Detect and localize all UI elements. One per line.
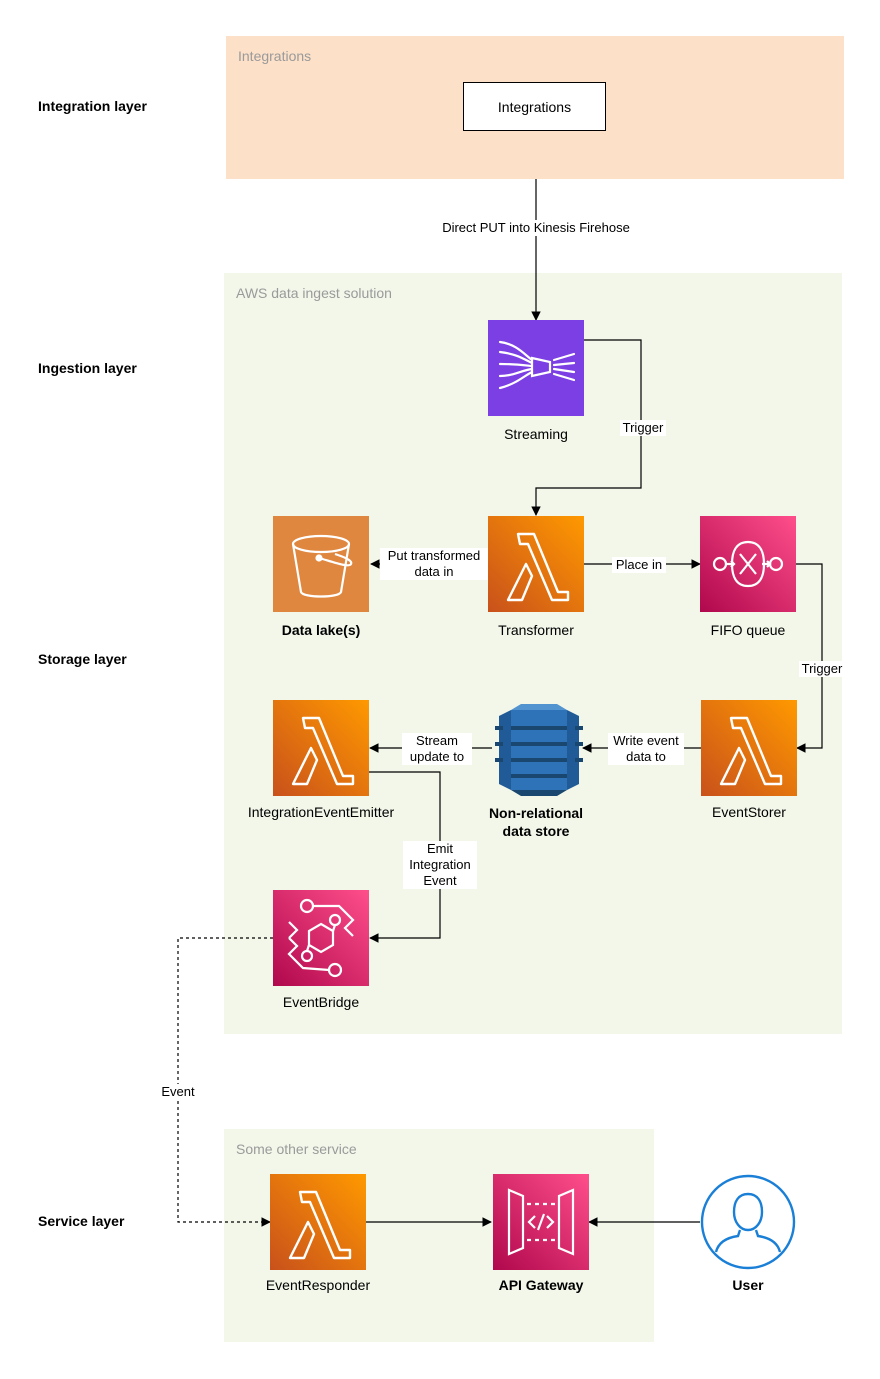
s3-bucket-icon[interactable] <box>273 516 369 612</box>
edge-label-put-transformed: Put transformed data in <box>380 548 488 580</box>
transformer-lambda-icon[interactable] <box>488 516 584 612</box>
edge-label-emit-line3: Event <box>423 873 457 888</box>
nonrel-store-label: Non-relational data store <box>436 804 636 840</box>
api-gateway-icon[interactable] <box>493 1174 589 1270</box>
edge-label-write-event: Write event data to <box>608 733 684 765</box>
edge-label-stream-update: Stream update to <box>402 733 472 765</box>
kinesis-firehose-icon[interactable] <box>488 320 584 416</box>
api-gateway-label: API Gateway <box>498 1277 584 1293</box>
edge-event-dashed <box>177 937 273 1227</box>
edge-label-direct-put: Direct PUT into Kinesis Firehose <box>438 220 634 236</box>
layer-label-ingestion: Ingestion layer <box>38 360 137 376</box>
streaming-label: Streaming <box>504 426 568 442</box>
edge-label-emit-line2: Integration <box>409 857 471 872</box>
nonrel-store-label-line2: data store <box>502 823 570 839</box>
edge-label-trigger-2: Trigger <box>799 661 845 677</box>
edge-label-place-in: Place in <box>612 557 666 573</box>
edge-label-emit-line1: Emit <box>427 841 453 856</box>
layer-label-service: Service layer <box>38 1213 125 1229</box>
eventbridge-icon[interactable] <box>273 890 369 986</box>
edge-label-put-line1: Put transformed <box>387 548 481 563</box>
sqs-queue-icon[interactable] <box>700 516 796 612</box>
event-responder-label: EventResponder <box>265 1277 371 1293</box>
emitter-label: IntegrationEventEmitter <box>247 804 395 820</box>
dynamodb-icon[interactable] <box>491 700 587 796</box>
integrations-box[interactable]: Integrations <box>463 82 606 131</box>
other-service-group-title: Some other service <box>236 1141 357 1157</box>
user-label: User <box>732 1277 764 1293</box>
transformer-label: Transformer <box>498 622 574 638</box>
edge-label-write-line1: Write event <box>613 733 679 748</box>
edge-label-write-line2: data to <box>626 749 666 764</box>
event-storer-label: EventStorer <box>712 804 786 820</box>
data-lake-label: Data lake(s) <box>281 622 361 638</box>
fifo-queue-label: FIFO queue <box>710 622 786 638</box>
event-responder-lambda-icon[interactable] <box>270 1174 366 1270</box>
edge-label-trigger-1: Trigger <box>620 420 666 436</box>
layer-label-integration: Integration layer <box>38 98 147 114</box>
aws-group-title: AWS data ingest solution <box>236 285 392 301</box>
emitter-lambda-icon[interactable] <box>273 700 369 796</box>
edge-label-event: Event <box>156 1084 200 1100</box>
event-storer-lambda-icon[interactable] <box>701 700 797 796</box>
user-icon[interactable] <box>700 1174 796 1270</box>
edge-trigger-streaming <box>531 339 642 516</box>
eventbridge-label: EventBridge <box>282 994 360 1010</box>
edge-label-emit-event: Emit Integration Event <box>403 841 477 889</box>
edge-label-stream-line1: Stream <box>416 733 458 748</box>
edge-label-stream-line2: update to <box>409 749 465 764</box>
edge-trigger-fifo <box>796 563 823 753</box>
nonrel-store-label-line1: Non-relational <box>488 805 584 821</box>
edge-label-put-line2: data in <box>414 564 454 579</box>
layer-label-storage: Storage layer <box>38 651 127 667</box>
integrations-group-title: Integrations <box>238 48 312 64</box>
